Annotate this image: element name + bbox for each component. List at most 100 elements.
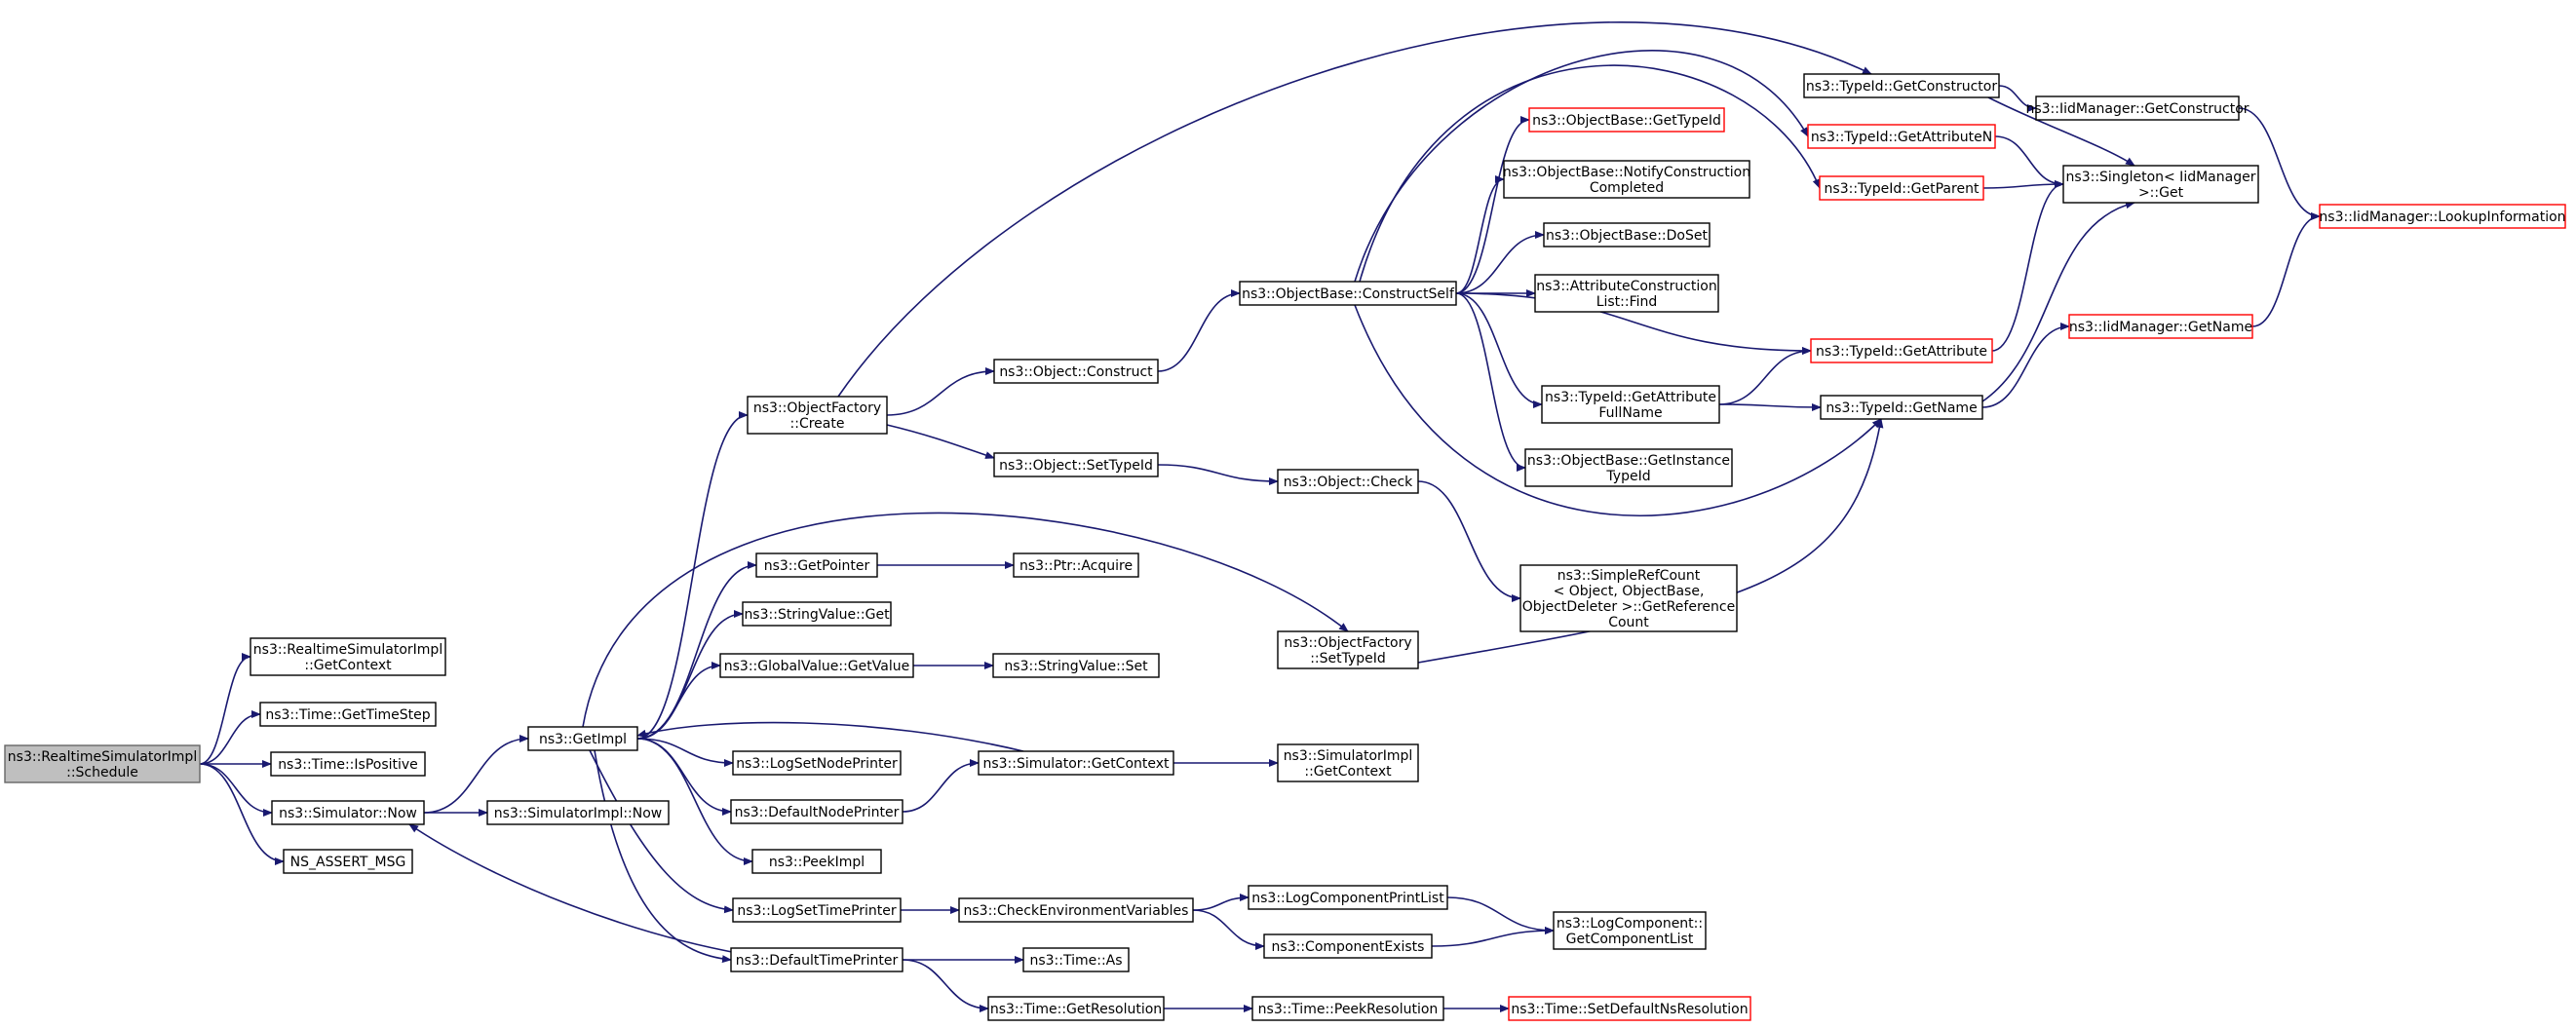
edge-iid_getname-to-iid_lookup [2251, 212, 2321, 327]
node-simimpl_getcontext[interactable]: ns3::SimulatorImpl::GetContext [1277, 743, 1419, 782]
node-logsetnodeprinter[interactable]: ns3::LogSetNodePrinter [732, 750, 902, 776]
node-time_setdefaultns[interactable]: ns3::Time::SetDefaultNsResolution [1508, 996, 1751, 1021]
node-box [270, 751, 426, 777]
node-simplerefcount[interactable]: ns3::SimpleRefCount< Object, ObjectBase,… [1519, 564, 1738, 632]
edge-typeid_getname-to-singleton_get [1981, 201, 2135, 402]
node-label: ns3::RealtimeSimulatorImpl [8, 749, 197, 765]
node-box [1819, 175, 1984, 201]
node-typeid_getparent[interactable]: ns3::TypeId::GetParent [1819, 175, 1984, 201]
edge-defaulttimeprinter-to-sim_now [408, 823, 781, 961]
node-box [1251, 996, 1444, 1021]
node-label: ::GetContext [304, 658, 392, 673]
node-objfactory_settypeid[interactable]: ns3::ObjectFactory::SetTypeId [1277, 630, 1419, 669]
node-schedule[interactable]: ns3::RealtimeSimulatorImpl::Schedule [4, 744, 201, 783]
node-globalvalue_getvalue[interactable]: ns3::GlobalValue::GetValue [719, 653, 914, 678]
node-box [1013, 552, 1139, 578]
node-simimpl_now[interactable]: ns3::SimulatorImpl::Now [486, 800, 670, 825]
edge-constructself-to-objbase_gettypeid [1455, 116, 1530, 294]
node-box [993, 359, 1159, 384]
node-box [1810, 338, 1993, 363]
node-objbase_doset[interactable]: ns3::ObjectBase::DoSet [1543, 222, 1711, 247]
node-checkenv[interactable]: ns3::CheckEnvironmentVariables [958, 897, 1194, 923]
node-box [1508, 996, 1751, 1021]
node-ptr_acquire[interactable]: ns3::Ptr::Acquire [1013, 552, 1139, 578]
node-sim_now[interactable]: ns3::Simulator::Now [271, 800, 425, 825]
edge-typeid_getconstructor-to-singleton_get [1987, 96, 2135, 167]
node-stringvalue_set[interactable]: ns3::StringValue::Set [992, 653, 1160, 678]
node-defaultnodeprinter[interactable]: ns3::DefaultNodePrinter [730, 799, 904, 824]
node-time_peekresolution[interactable]: ns3::Time::PeekResolution [1251, 996, 1444, 1021]
edge-typeid_getattribute-to-singleton_get [1991, 180, 2064, 352]
node-getpointer[interactable]: ns3::GetPointer [755, 552, 878, 578]
edge-objfactory_create-to-object_construct [886, 367, 995, 416]
node-typeid_getattribute[interactable]: ns3::TypeId::GetAttribute [1810, 338, 1993, 363]
node-label: ns3::SimpleRefCount [1557, 568, 1701, 584]
node-label: ns3::ObjectBase::NotifyConstruction [1503, 165, 1750, 180]
node-typeid_getname[interactable]: ns3::TypeId::GetName [1820, 395, 1983, 420]
node-box [755, 552, 878, 578]
node-stringvalue_get[interactable]: ns3::StringValue::Get [742, 601, 892, 627]
node-label: ns3::Ptr::Acquire [1019, 558, 1133, 574]
node-box [747, 396, 888, 435]
node-box [742, 601, 892, 627]
node-box [730, 947, 904, 972]
node-label: ns3::Time::As [1029, 953, 1122, 969]
node-box [1543, 222, 1711, 247]
node-defaulttimeprinter[interactable]: ns3::DefaultTimePrinter [730, 947, 904, 972]
node-componentexists[interactable]: ns3::ComponentExists [1263, 933, 1433, 959]
edge-getimpl-to-logsettimeprinter [589, 749, 734, 914]
node-object_settypeid[interactable]: ns3::Object::SetTypeId [993, 452, 1159, 477]
node-time_gettimestep[interactable]: ns3::Time::GetTimeStep [259, 702, 437, 727]
node-box [1519, 564, 1738, 632]
node-ns_assert[interactable]: NS_ASSERT_MSG [283, 849, 413, 874]
node-objbase_gettypeid[interactable]: ns3::ObjectBase::GetTypeId [1528, 107, 1725, 133]
edge-typeid_getconstructor-to-iid_getconstructor [1998, 85, 2037, 112]
node-logcomponentprintlist[interactable]: ns3::LogComponentPrintList [1248, 885, 1448, 910]
node-label: ns3::Object::SetTypeId [999, 458, 1153, 474]
edge-getimpl-to-objfactory_create [636, 411, 749, 740]
node-getimpl[interactable]: ns3::GetImpl [527, 726, 638, 751]
node-typeid_getattributen[interactable]: ns3::TypeId::GetAttributeN [1807, 124, 1996, 149]
node-rt_getcontext[interactable]: ns3::RealtimeSimulatorImpl::GetContext [250, 637, 446, 676]
node-peekimpl[interactable]: ns3::PeekImpl [751, 849, 882, 874]
edge-iid_getconstructor-to-iid_lookup [2238, 107, 2321, 220]
node-sim_getcontext[interactable]: ns3::Simulator::GetContext [978, 750, 1174, 776]
node-iid_getconstructor[interactable]: ns3::IidManager::GetConstructor [2025, 95, 2249, 121]
node-box [992, 653, 1160, 678]
node-object_check[interactable]: ns3::Object::Check [1277, 469, 1419, 494]
node-box [732, 897, 902, 923]
edge-getimpl-to-logsetnodeprinter [636, 738, 734, 767]
edge-constructself-to-typeid_getname [1354, 304, 1882, 517]
node-objbase_notify[interactable]: ns3::ObjectBase::NotifyConstructionCompl… [1503, 160, 1750, 199]
node-label: >::Get [2138, 185, 2184, 201]
node-box [1803, 73, 2000, 98]
node-iid_getname[interactable]: ns3::IidManager::GetName [2068, 314, 2253, 339]
node-iid_lookup[interactable]: ns3::IidManager::LookupInformation [2319, 204, 2566, 229]
node-time_as[interactable]: ns3::Time::As [1022, 947, 1130, 972]
node-label: ns3::IidManager::LookupInformation [2319, 209, 2565, 225]
node-label: ns3::Singleton< IidManager [2066, 170, 2256, 185]
node-logsettimeprinter[interactable]: ns3::LogSetTimePrinter [732, 897, 902, 923]
node-label: ns3::Object::Check [1284, 475, 1413, 490]
edge-getimpl-to-globalvalue_getvalue [636, 662, 721, 740]
node-label: ObjectDeleter >::GetReference [1522, 599, 1735, 615]
node-box [4, 744, 201, 783]
edge-defaultnodeprinter-to-sim_getcontext [902, 759, 980, 813]
node-objfactory_create[interactable]: ns3::ObjectFactory::Create [747, 396, 888, 435]
edge-constructself-to-objbase_doset [1455, 231, 1545, 294]
node-logcomponent_getlist[interactable]: ns3::LogComponent::GetComponentList [1553, 911, 1707, 950]
node-time_getresolution[interactable]: ns3::Time::GetResolution [987, 996, 1165, 1021]
node-typeid_getconstructor[interactable]: ns3::TypeId::GetConstructor [1803, 73, 2000, 98]
node-label: ns3::PeekImpl [769, 855, 865, 870]
node-object_construct[interactable]: ns3::Object::Construct [993, 359, 1159, 384]
node-singleton_get[interactable]: ns3::Singleton< IidManager>::Get [2062, 165, 2259, 204]
node-time_ispositive[interactable]: ns3::Time::IsPositive [270, 751, 426, 777]
node-label: ns3::StringValue::Set [1004, 659, 1148, 674]
node-constructself[interactable]: ns3::ObjectBase::ConstructSelf [1239, 281, 1457, 306]
edge-schedule-to-ns_assert [199, 763, 285, 865]
edge-objfactory_settypeid-to-typeid_getname [1417, 418, 1884, 664]
node-box [1022, 947, 1130, 972]
